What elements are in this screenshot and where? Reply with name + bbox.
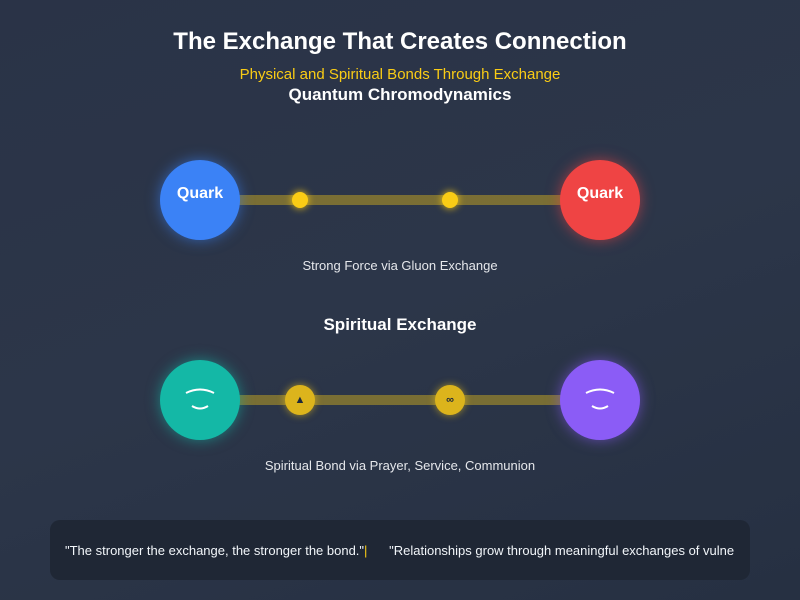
spiritual-heading: Spiritual Exchange	[323, 315, 477, 334]
quote-ticker: "The stronger the exchange, the stronger…	[65, 543, 734, 558]
quark-right: Quark	[560, 160, 640, 240]
gluon-particle	[292, 192, 308, 208]
quark-label: Quark	[576, 185, 624, 202]
face-icon	[585, 388, 615, 410]
gluon-line	[235, 195, 565, 205]
person-icon: ▲	[285, 385, 315, 415]
quote-second: "Relationships grow through meaningful e…	[389, 543, 735, 558]
qcd-caption: Strong Force via Gluon Exchange	[302, 258, 498, 273]
qcd-heading: Quantum Chromodynamics	[288, 85, 512, 104]
person-left	[160, 360, 240, 440]
infinity-icon: ∞	[435, 385, 465, 415]
quote-panel	[50, 520, 750, 580]
gluon-particle	[442, 192, 458, 208]
spiritual-caption: Spiritual Bond via Prayer, Service, Comm…	[264, 458, 536, 473]
page-subtitle: Physical and Spiritual Bonds Through Exc…	[239, 66, 561, 83]
spiritual-line	[235, 395, 565, 405]
person-right	[560, 360, 640, 440]
typing-cursor: |	[364, 543, 368, 558]
page-title: The Exchange That Creates Connection	[173, 28, 627, 55]
quark-left: Quark	[160, 160, 240, 240]
face-icon	[185, 388, 215, 410]
quark-label: Quark	[176, 185, 224, 202]
quote-first: "The stronger the exchange, the stronger…	[65, 543, 365, 558]
